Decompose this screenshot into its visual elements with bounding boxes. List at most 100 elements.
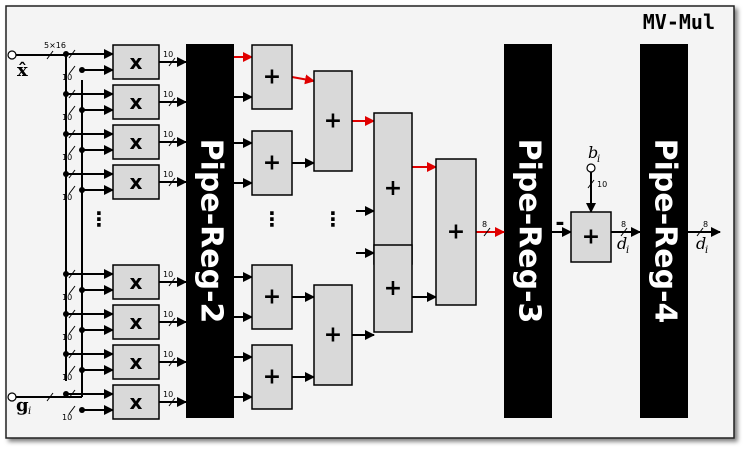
adder-l1-0: +: [251, 44, 293, 110]
mul-7-slash-a: [68, 389, 76, 399]
mul-2-out-slash: [168, 137, 176, 147]
mul-7-width-label: 10: [62, 413, 72, 422]
mul-0-out-width: 10: [163, 50, 173, 59]
mul-1-slash-a: [68, 89, 76, 99]
mul-5-slash-b: [68, 325, 76, 335]
mul-3-tap-a: [63, 171, 69, 177]
mul-0-tap-a: [63, 51, 69, 57]
multiplier-0: x: [112, 44, 160, 80]
multiplier-7-symbol: x: [130, 390, 143, 414]
multiplier-5: x: [112, 304, 160, 340]
mul-5-slash-a: [68, 309, 76, 319]
mul-5-out-width: 10: [163, 310, 173, 319]
final-out-slash: [696, 227, 704, 237]
add4-out-width: 8: [482, 220, 487, 229]
mul-6-slash-a: [68, 349, 76, 359]
multiplier-3: x: [112, 164, 160, 200]
mul-1-width-label: 10: [62, 113, 72, 122]
input-g-port: [7, 392, 17, 402]
mul-4-out-slash: [168, 277, 176, 287]
multiplier-1: x: [112, 84, 160, 120]
multiplier-6-symbol: x: [130, 350, 143, 374]
mul-0-width-label: 10: [62, 73, 72, 82]
add2-ellipsis: ⋮: [323, 207, 343, 231]
pipe-reg-4-label: Pipe-Reg-4: [648, 139, 683, 324]
output-d-final: d: [696, 234, 706, 253]
input-bus-width-label: 5×16: [44, 41, 66, 50]
multiplier-2: x: [112, 124, 160, 160]
adder-l1-2: +: [251, 264, 293, 330]
mul-1-out-width: 10: [163, 90, 173, 99]
pipe-reg-3-label: Pipe-Reg-3: [512, 139, 547, 324]
adder-l1-1-symbol: +: [263, 151, 281, 176]
adder-l2-1-symbol: +: [324, 323, 342, 348]
mul-2-tap-a: [63, 131, 69, 137]
output-d-after-adder: d: [617, 234, 627, 253]
g-bus-slash: [46, 392, 54, 402]
mul-1-tap-a: [63, 91, 69, 97]
bias-subscript: i: [597, 154, 600, 165]
mul-7-tap-a: [63, 391, 69, 397]
mul-4-tap-a: [63, 271, 69, 277]
mul-4-slash-b: [68, 285, 76, 295]
pipe-reg-2-label: Pipe-Reg-2: [194, 139, 229, 324]
mul-0-tap-b: [79, 67, 85, 73]
final-out-width: 8: [703, 220, 708, 229]
pipe-reg-3: Pipe-Reg-3: [504, 44, 552, 418]
mul-4-slash-a: [68, 269, 76, 279]
mul-1-tap-b: [79, 107, 85, 113]
bias-label: b: [588, 143, 598, 162]
mul-3-slash-a: [68, 169, 76, 179]
mul-6-out-width: 10: [163, 350, 173, 359]
mul-2-width-label: 10: [62, 153, 72, 162]
bias-width: 10: [597, 180, 607, 189]
multiplier-6: x: [112, 344, 160, 380]
bias-adder-symbol: +: [582, 225, 600, 250]
output-d-after-adder-sub: i: [626, 245, 629, 256]
multiplier-2-symbol: x: [130, 130, 143, 154]
mul-3-slash-b: [68, 185, 76, 195]
mul-6-tap-a: [63, 351, 69, 357]
mul-5-width-label: 10: [62, 333, 72, 342]
mul-1-out-slash: [168, 97, 176, 107]
adder-l2-1: +: [313, 284, 353, 386]
bias-adder: +: [570, 211, 612, 263]
mul-7-tap-b: [79, 407, 85, 413]
mul-6-slash-b: [68, 365, 76, 375]
mul-7-slash-b: [68, 405, 76, 415]
multiplier-5-symbol: x: [130, 310, 143, 334]
mul-2-slash-b: [68, 145, 76, 155]
mul-5-tap-a: [63, 311, 69, 317]
diagram-title: MV-Mul: [643, 10, 715, 34]
mul-2-slash-a: [68, 129, 76, 139]
mul-4-out-width: 10: [163, 270, 173, 279]
adder-l1-2-symbol: +: [263, 285, 281, 310]
adder-l3-1-symbol: +: [384, 276, 402, 301]
input-x-hat-label: x̂: [17, 60, 28, 81]
adder-l4: +: [435, 158, 477, 306]
multiplier-4-symbol: x: [130, 270, 143, 294]
mul-0-slash-a: [68, 49, 76, 59]
mul-4-tap-b: [79, 287, 85, 293]
adder-l2-0: +: [313, 70, 353, 172]
multiplier-7: x: [112, 384, 160, 420]
mul-3-tap-b: [79, 187, 85, 193]
mul-7-out-width: 10: [163, 390, 173, 399]
bias-out-width: 8: [621, 220, 626, 229]
multiplier-3-symbol: x: [130, 170, 143, 194]
input-g-subscript: i: [28, 406, 31, 417]
mul-7-out-slash: [168, 397, 176, 407]
mul-5-tap-b: [79, 327, 85, 333]
adder-l3-0: +: [373, 112, 413, 265]
adder-l1-3: +: [251, 344, 293, 410]
mul-0-slash-b: [68, 65, 76, 75]
mul-1-slash-b: [68, 105, 76, 115]
adder-l1-3-symbol: +: [263, 365, 281, 390]
mul-6-tap-b: [79, 367, 85, 373]
minus-sign: -: [555, 211, 564, 236]
bias-out-slash: [620, 227, 628, 237]
multiplier-4: x: [112, 264, 160, 300]
multiplier-1-symbol: x: [130, 90, 143, 114]
add2-0-input-a: [291, 74, 315, 85]
